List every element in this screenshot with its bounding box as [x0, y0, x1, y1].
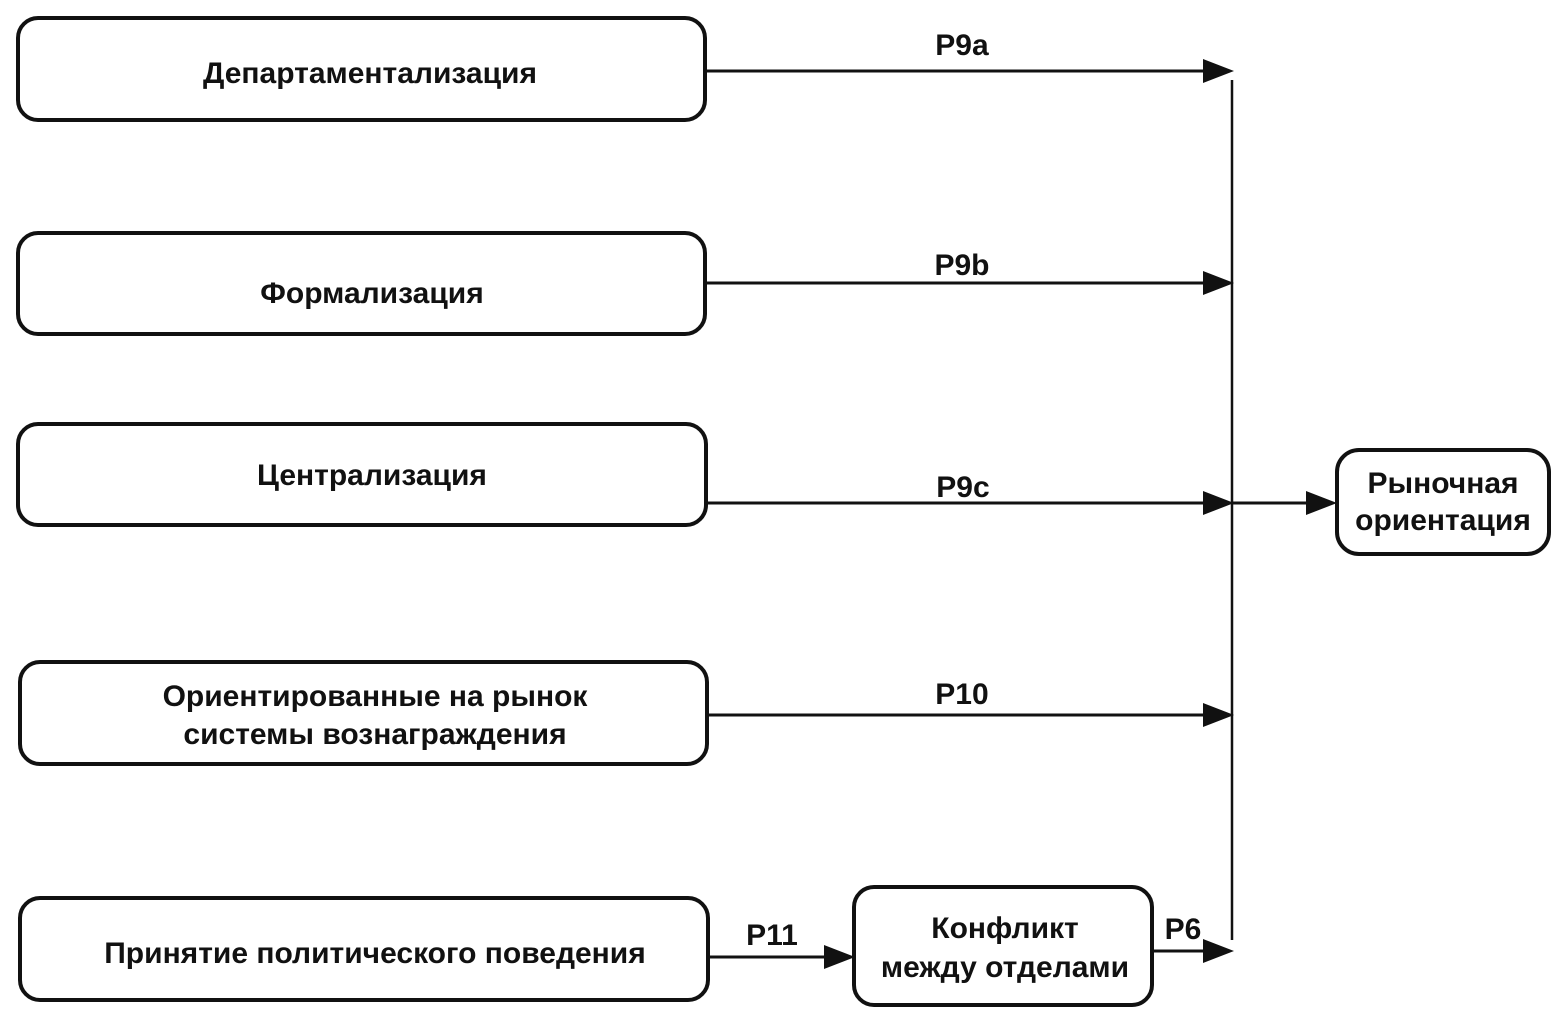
edge-p11-arrowhead — [824, 945, 855, 969]
node-reward-systems-label-line-1: Ориентированные на рынок — [163, 680, 589, 713]
node-conflict: Конфликт между отделами — [852, 885, 1154, 1007]
edge-p9b: P9b — [705, 249, 1234, 295]
node-reward-systems: Ориентированные на рынок системы вознагр… — [18, 660, 709, 766]
node-centralization: Централизация — [16, 422, 708, 527]
edge-p11-label: P11 — [746, 919, 798, 952]
edge-p10: P10 — [707, 678, 1234, 727]
node-formalization: Формализация — [16, 231, 707, 336]
edge-p9a: P9a — [705, 29, 1234, 83]
node-reward-systems-label-line-2: системы вознаграждения — [183, 718, 566, 751]
node-centralization-label: Централизация — [257, 459, 487, 492]
edge-p9a-label: P9a — [935, 29, 989, 62]
edge-p9c-arrowhead — [1203, 491, 1234, 515]
node-departmentalization-label: Департаментализация — [203, 57, 537, 90]
edge-p6: P6 — [1152, 913, 1234, 963]
edge-p11: P11 — [708, 919, 855, 969]
node-market-orientation-label-line-1: Рыночная — [1367, 467, 1518, 500]
node-market-orientation: Рыночная ориентация — [1335, 448, 1551, 556]
edge-collector-to-market-orientation — [1232, 491, 1337, 515]
node-market-orientation-label-line-2: ориентация — [1355, 504, 1531, 537]
node-departmentalization: Департаментализация — [16, 16, 707, 122]
collector-output-arrowhead — [1306, 491, 1337, 515]
edge-p9b-label: P9b — [934, 249, 989, 282]
node-political-behavior: Принятие политического поведения — [18, 896, 710, 1002]
node-political-behavior-label: Принятие политического поведения — [104, 937, 646, 970]
edge-p6-label: P6 — [1165, 913, 1202, 946]
edge-p6-arrowhead — [1203, 939, 1234, 963]
edge-p9c: P9c — [706, 471, 1234, 515]
edge-p9c-label: P9c — [936, 471, 989, 504]
node-formalization-label: Формализация — [260, 277, 483, 310]
edge-p10-arrowhead — [1203, 703, 1234, 727]
edge-p10-label: P10 — [935, 678, 988, 711]
node-conflict-label-line-2: между отделами — [881, 951, 1129, 984]
edge-p9a-arrowhead — [1203, 59, 1234, 83]
edge-p9b-arrowhead — [1203, 271, 1234, 295]
node-conflict-label-line-1: Конфликт — [931, 912, 1078, 945]
